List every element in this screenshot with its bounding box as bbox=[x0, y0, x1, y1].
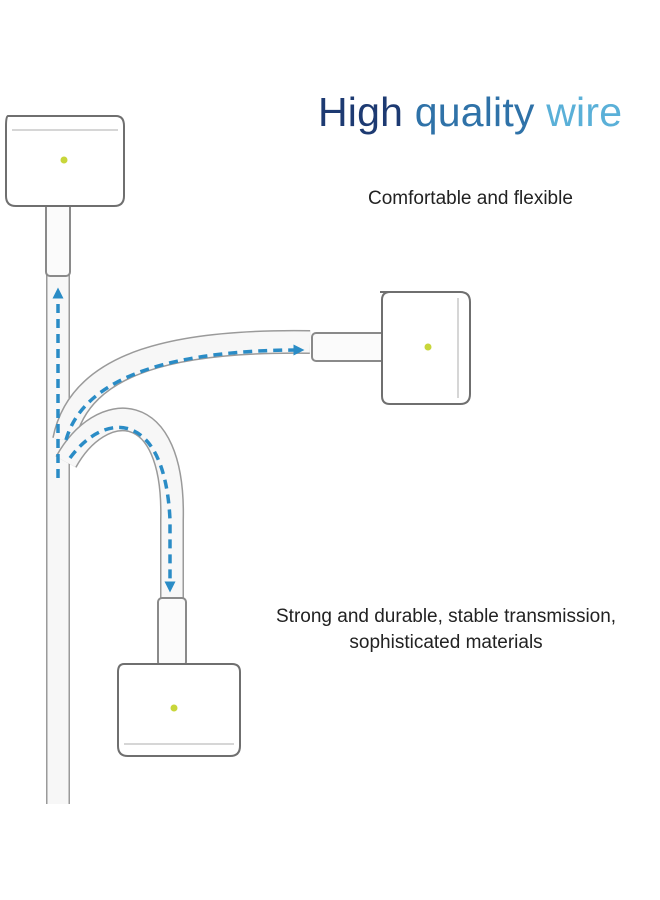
headline: High quality wire bbox=[318, 92, 622, 133]
branch-cable-lower bbox=[55, 407, 185, 600]
connector-middle bbox=[311, 291, 471, 405]
flow-arrows bbox=[52, 287, 305, 593]
caption-durable: Strong and durable, stable transmission,… bbox=[276, 604, 616, 656]
caption-flexible: Comfortable and flexible bbox=[368, 188, 573, 209]
caption-durable-line-2: sophisticated materials bbox=[349, 632, 543, 653]
led-indicator-bottom bbox=[170, 704, 178, 712]
led-indicator-top bbox=[60, 156, 68, 164]
connector-bottom bbox=[117, 597, 241, 757]
caption-durable-line-1: Strong and durable, stable transmission, bbox=[276, 606, 617, 627]
branch-cable-right bbox=[52, 329, 311, 443]
headline-word-2: quality bbox=[414, 89, 535, 135]
connector-top bbox=[5, 115, 125, 277]
led-indicator-middle bbox=[424, 343, 432, 351]
arrow-right bbox=[64, 344, 305, 441]
headline-word-1: High bbox=[318, 89, 404, 135]
headline-word-3: wire bbox=[546, 89, 623, 135]
arrow-down bbox=[68, 425, 176, 593]
